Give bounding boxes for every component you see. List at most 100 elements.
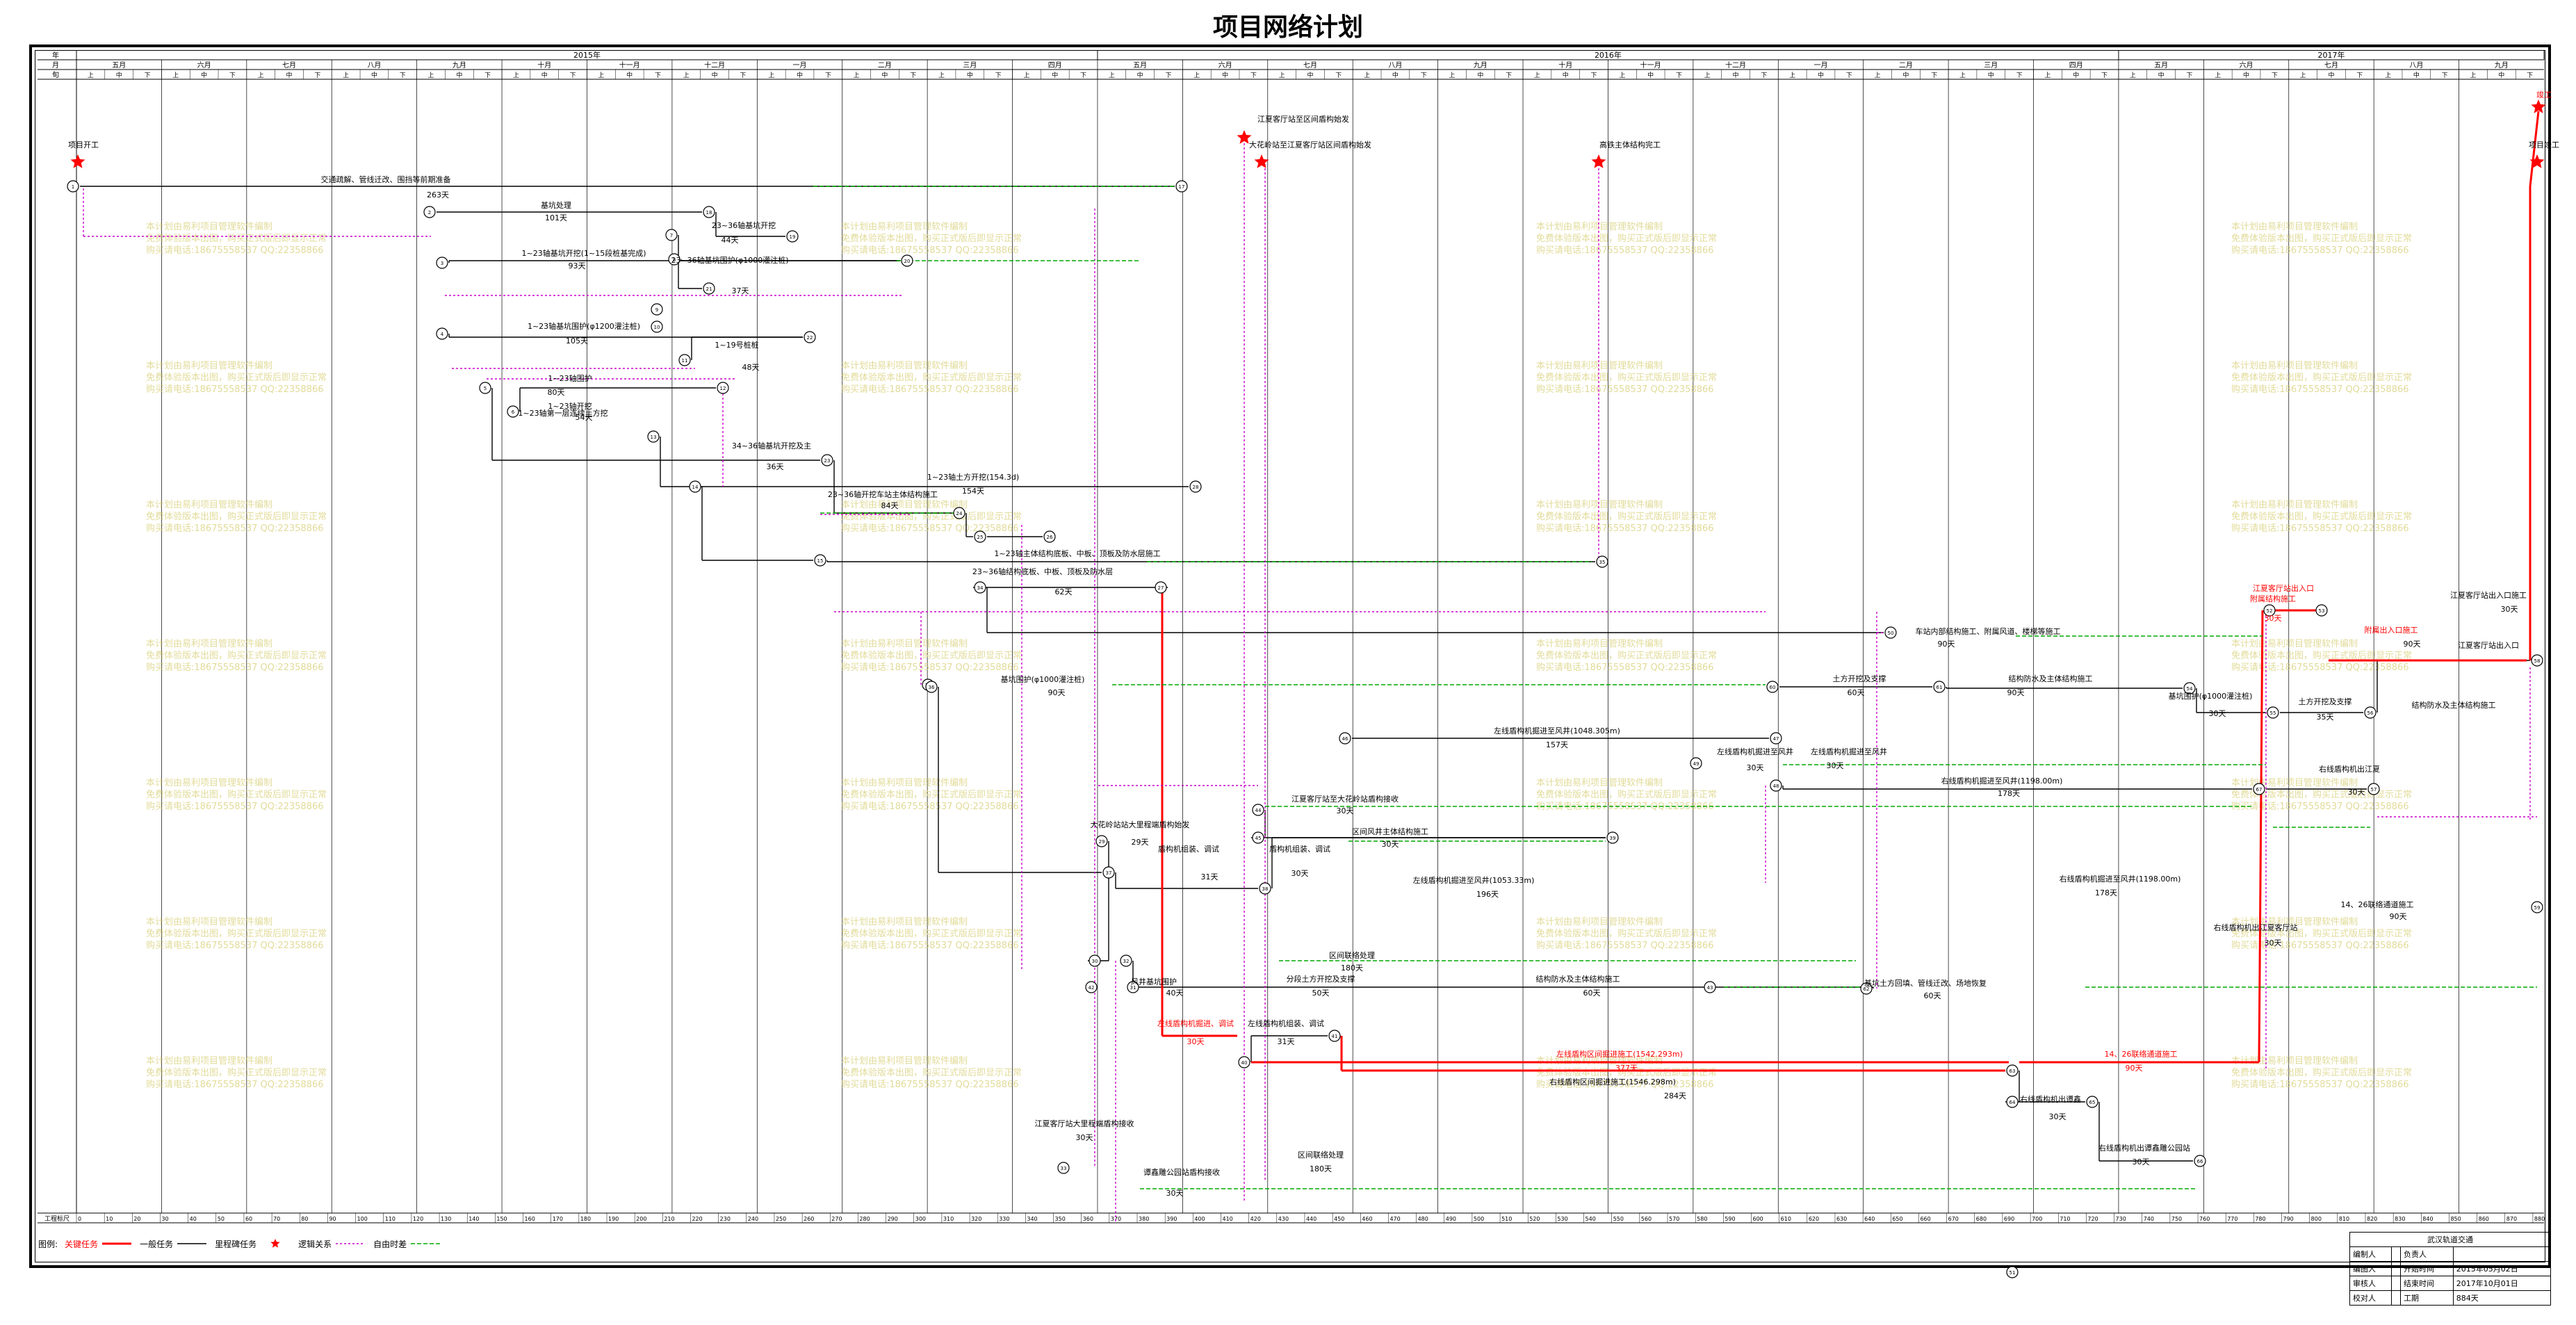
watermark-text: 购买请电话:18675558537 QQ:22358866 — [841, 245, 1019, 256]
decade-label: 下 — [1846, 72, 1852, 79]
network-node — [717, 382, 729, 394]
info-cell — [2391, 1276, 2401, 1291]
timescale-tick-label: 440 — [1306, 1216, 1316, 1222]
decade-label: 中 — [201, 71, 207, 79]
network-node — [2364, 706, 2377, 719]
activity-label: 右线盾构机出江夏客厅站 — [2214, 922, 2298, 932]
header-row-label: 年 — [52, 51, 59, 60]
legend-item: 关键任务 — [65, 1238, 133, 1250]
timescale-tick-label: 90 — [329, 1216, 336, 1222]
activity-label: 154天 — [962, 487, 984, 496]
timescale-tick-label: 660 — [1920, 1216, 1930, 1222]
month-label: 十二月 — [704, 60, 725, 70]
network-node-id: 57 — [2371, 787, 2377, 792]
activity-label: 右线盾构机出江夏 — [2319, 764, 2380, 774]
network-node-id: 30 — [1092, 959, 1098, 964]
decade-label: 上 — [1193, 72, 1200, 79]
activity-label: 大花岭站至江夏客厅站区间盾构始发 — [1249, 140, 1371, 149]
info-cell: 审核人 — [2349, 1276, 2392, 1291]
legend-item: 自由时差 — [373, 1238, 441, 1250]
watermark-text: 购买请电话:18675558537 QQ:22358866 — [2231, 1079, 2409, 1090]
activity-label: 196天 — [1476, 890, 1499, 899]
decade-label: 中 — [1222, 71, 1228, 79]
watermark-text: 本计划由易利项目管理软件编制 — [841, 639, 968, 649]
activity-label: 基坑处理 — [541, 200, 571, 210]
network-node — [2006, 1266, 2019, 1278]
decade-label: 中 — [1733, 71, 1739, 79]
page-title: 项目网络计划 — [1212, 13, 1363, 42]
network-node-id: 43 — [1707, 985, 1713, 991]
network-node — [1328, 1030, 1341, 1042]
network-node-id: 25 — [977, 535, 984, 540]
watermark-text: 本计划由易利项目管理软件编制 — [2231, 917, 2358, 927]
network-node-id: 59 — [2534, 905, 2541, 911]
decade-label: 上 — [2130, 72, 2136, 79]
network-node-id: 34 — [977, 585, 984, 591]
network-node-id: 62 — [1864, 986, 1870, 992]
watermark-text: 免费体验版本出图，购买正式版后即显示正常 — [146, 650, 327, 661]
milestone-star-icon — [1237, 130, 1252, 144]
decade-label: 上 — [513, 72, 519, 79]
network-node-id: 7 — [670, 233, 673, 238]
decade-label: 下 — [1250, 72, 1257, 79]
watermark-text: 免费体验版本出图，购买正式版后即显示正常 — [2231, 511, 2412, 522]
legend-item-label: 逻辑关系 — [298, 1239, 332, 1249]
activity-label: 284天 — [1664, 1091, 1686, 1100]
legend-label: 图例: — [38, 1239, 58, 1249]
activity-label: 60天 — [1848, 688, 1865, 697]
decade-label: 中 — [1563, 71, 1569, 79]
activity-label: 23~36轴结构底板、中板、顶板及防水层 — [972, 567, 1113, 576]
watermark-text: 本计划由易利项目管理软件编制 — [841, 1056, 968, 1066]
activity-label: 30天 — [1291, 869, 1309, 878]
network-node — [1259, 882, 1271, 895]
watermark-text: 免费体验版本出图，购买正式版后即显示正常 — [1536, 789, 1717, 800]
network-node — [1155, 581, 1167, 594]
network-node-id: 48 — [1773, 783, 1779, 789]
timescale-tick-label: 670 — [1948, 1216, 1959, 1222]
network-node-id: 15 — [817, 558, 824, 564]
legend-swatch — [411, 1243, 441, 1244]
activity-label: 90天 — [2390, 912, 2407, 921]
watermark-text: 免费体验版本出图，购买正式版后即显示正常 — [1536, 372, 1717, 383]
network-node — [953, 507, 965, 519]
timescale-tick-label: 370 — [1111, 1216, 1121, 1222]
activity-label: 30天 — [1827, 761, 1844, 770]
activity-label: 157天 — [1546, 740, 1568, 749]
decade-label: 中 — [1052, 71, 1058, 79]
network-node — [1933, 681, 1946, 693]
timescale-tick-label: 860 — [2479, 1216, 2489, 1222]
decade-label: 下 — [655, 72, 661, 79]
decade-label: 下 — [2527, 72, 2533, 79]
timescale-tick-label: 740 — [2144, 1216, 2154, 1222]
activity-label: 30天 — [2133, 1157, 2150, 1167]
timescale-tick-label: 580 — [1697, 1216, 1707, 1222]
legend: 图例: 关键任务一般任务里程碑任务逻辑关系 自由时差 — [38, 1236, 441, 1251]
network-node-id: 5 — [484, 386, 487, 391]
network-node-id: 66 — [2197, 1159, 2203, 1164]
network-node-id: 1 — [72, 184, 74, 190]
activity-label: 右线盾构区间掘进施工(1546.298m) — [1549, 1077, 1676, 1087]
decade-label: 下 — [2272, 72, 2278, 79]
inner-frame — [35, 50, 2545, 1262]
watermark-text: 免费体验版本出图，购买正式版后即显示正常 — [146, 928, 327, 939]
watermark-text: 免费体验版本出图，购买正式版后即显示正常 — [841, 650, 1022, 661]
network-node — [974, 530, 986, 543]
timescale-tick-label: 260 — [804, 1216, 814, 1222]
watermark-text: 本计划由易利项目管理软件编制 — [1536, 917, 1663, 927]
network-node-id: 8 — [673, 257, 676, 263]
network-node — [814, 554, 826, 567]
network-node — [678, 354, 691, 366]
legend-item: 一般任务 — [140, 1238, 208, 1250]
decade-label: 下 — [400, 72, 406, 79]
watermark-text: 免费体验版本出图，购买正式版后即显示正常 — [2231, 789, 2412, 800]
network-node — [2531, 654, 2543, 667]
watermark-text: 购买请电话:18675558537 QQ:22358866 — [1536, 662, 1714, 673]
legend-item: 里程碑任务 — [215, 1238, 291, 1250]
decade-label: 中 — [712, 71, 718, 79]
activity-label: 结构防水及主体结构施工 — [2412, 700, 2496, 710]
decade-label: 上 — [1364, 72, 1370, 79]
decade-label: 上 — [2300, 72, 2306, 79]
header-row-label: 旬 — [52, 70, 59, 79]
watermark-text: 购买请电话:18675558537 QQ:22358866 — [146, 523, 324, 534]
